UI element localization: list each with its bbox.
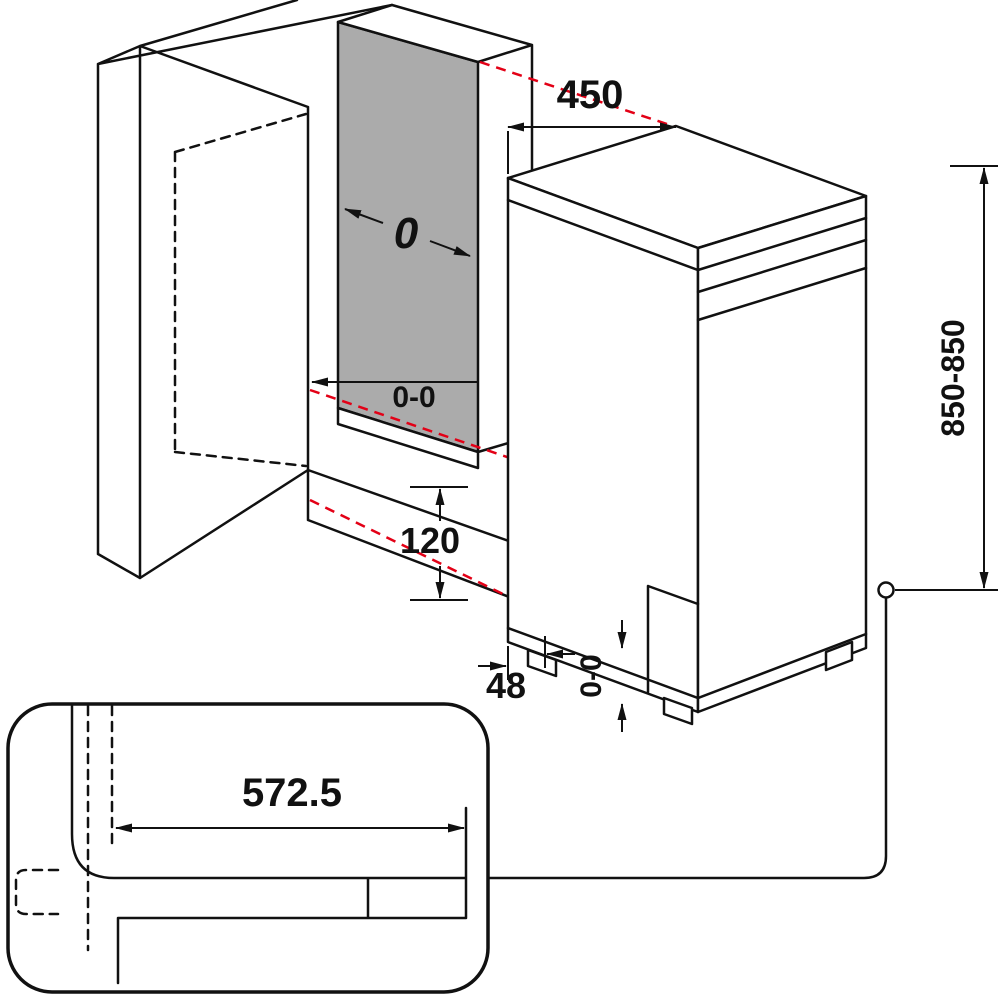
alignment-lines: [309, 60, 677, 670]
dishwasher-side-face: [506, 176, 700, 714]
detail-callout-box: [6, 702, 490, 994]
dimension-label-0-0-bottom: 0-0: [575, 654, 608, 697]
dishwasher: [506, 124, 868, 726]
dimensions: 450 0 0-0 120 48 0-0 850-850: [311, 73, 998, 732]
plan-detail-callout: 572.5: [6, 702, 490, 994]
kitchen-cabinet: [96, 0, 542, 600]
dimension-label-120: 120: [400, 520, 460, 561]
dimension-arrow-0-lower: [429, 240, 471, 257]
niche-panel-bottom-strip: [336, 406, 480, 470]
dimension-label-48: 48: [486, 665, 526, 706]
dimension-extension-lines: [410, 131, 998, 680]
dimension-label-450: 450: [557, 73, 624, 117]
dishwasher-foot-rear: [824, 640, 854, 672]
callout-anchor-circle: [877, 581, 895, 599]
alignment-line-middle: [309, 388, 511, 460]
cabinet-hidden-edges: [173, 112, 308, 468]
dimension-label-0-0-rear: 0-0: [392, 381, 435, 414]
dimension-label-0: 0: [394, 209, 419, 258]
dishwasher-front-face: [696, 194, 868, 714]
dishwasher-foot-corner: [662, 696, 694, 726]
detail-hidden-lines: [14, 704, 114, 952]
detail-solid-lines: [70, 704, 468, 985]
dimension-label-572-5: 572.5: [242, 771, 342, 815]
dimension-arrow-0-upper: [344, 208, 384, 224]
callout-connector-line: [486, 596, 888, 880]
alignment-line-top: [479, 60, 677, 129]
callout-connector: [486, 581, 895, 880]
cabinet-outline: [96, 0, 542, 600]
niche: [336, 3, 534, 470]
dimension-label-850-850: 850-850: [935, 319, 971, 436]
alignment-line-bottom: [309, 498, 656, 670]
dishwasher-detail-lines: [506, 198, 868, 700]
